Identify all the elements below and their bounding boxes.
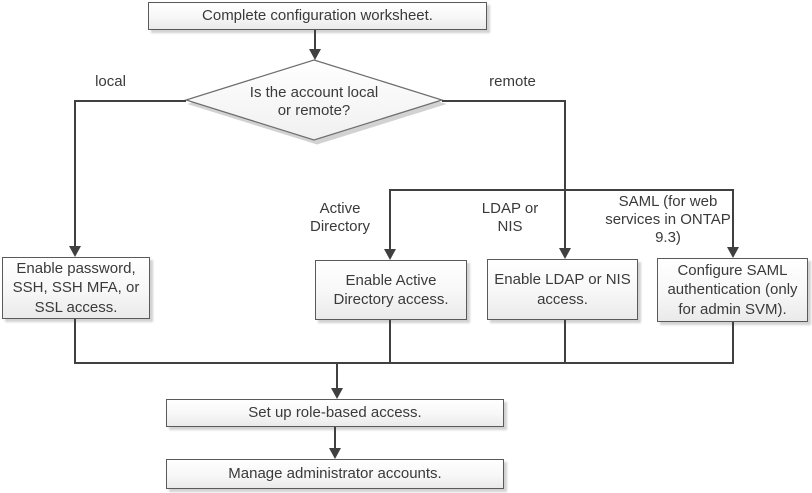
node-enable-password-label: Enable password, SSH, SSH MFA, or SSL ac… — [12, 260, 140, 316]
connector-converge-bar — [74, 362, 734, 364]
node-role-based-access: Set up role-based access. — [166, 399, 504, 427]
node-complete-worksheet-label: Complete configuration worksheet. — [202, 7, 433, 25]
branch-label-local: local — [95, 73, 126, 90]
node-role-based-access-label: Set up role-based access. — [248, 404, 422, 422]
node-manage-admin-accounts: Manage administrator accounts. — [166, 459, 504, 489]
connector-ldap-down — [564, 320, 566, 364]
node-enable-active-directory: Enable Active Directory access. — [315, 260, 467, 320]
branch-label-saml: SAML (for web services in ONTAP 9.3) — [605, 193, 731, 246]
connector-remote-horizontal — [442, 100, 566, 102]
connector-drop-saml — [732, 189, 734, 248]
decision-label: Is the account local or remote? — [229, 84, 399, 120]
arrowhead-active-directory — [384, 249, 396, 260]
node-configure-saml: Configure SAML authentication (only for … — [657, 258, 808, 322]
decision-label-line1: Is the account local — [249, 84, 379, 101]
arrowhead-manage — [329, 448, 341, 459]
connector-remote-vertical — [564, 100, 566, 191]
node-complete-worksheet: Complete configuration worksheet. — [148, 2, 487, 30]
connector-drop-ldap-nis — [564, 189, 566, 249]
connector-drop-active-directory — [389, 189, 391, 250]
arrowhead-start-to-decision — [309, 49, 321, 60]
connector-local-vertical — [74, 100, 76, 246]
connector-remote-split-bar — [389, 189, 734, 191]
connector-local-horizontal — [74, 100, 186, 102]
node-enable-ldap-nis-label: Enable LDAP or NIS access. — [494, 271, 631, 308]
connector-start-to-decision — [314, 30, 316, 50]
node-enable-active-directory-label: Enable Active Directory access. — [333, 271, 449, 308]
connector-active-directory-down — [389, 320, 391, 364]
node-enable-password: Enable password, SSH, SSH MFA, or SSL ac… — [2, 257, 150, 319]
arrowhead-local — [69, 246, 81, 257]
connector-role-to-manage — [334, 427, 336, 449]
connector-converge-to-role — [336, 362, 338, 389]
node-manage-admin-accounts-label: Manage administrator accounts. — [228, 465, 442, 483]
decision-diamond — [183, 59, 447, 145]
branch-label-remote: remote — [489, 73, 536, 90]
arrowhead-saml — [727, 247, 739, 258]
connector-password-down — [74, 319, 76, 364]
branch-label-ldap-nis: LDAP or NIS — [481, 200, 539, 235]
decision-label-line2: or remote? — [277, 102, 351, 119]
branch-label-active-directory: Active Directory — [309, 200, 370, 235]
arrowhead-ldap-nis — [559, 248, 571, 259]
node-configure-saml-label: Configure SAML authentication (only for … — [667, 262, 798, 318]
connector-saml-down — [732, 322, 734, 364]
decision-diamond-shape — [183, 59, 445, 141]
node-enable-ldap-nis: Enable LDAP or NIS access. — [487, 259, 638, 320]
arrowhead-role-based — [331, 388, 343, 399]
